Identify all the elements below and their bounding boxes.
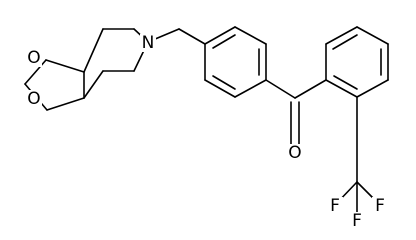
svg-text:F: F [330, 196, 340, 216]
atom-label-fluorine-3: F [349, 211, 365, 231]
piperidine-ring [83, 28, 149, 99]
svg-text:N: N [142, 33, 155, 53]
svg-text:O: O [27, 89, 40, 109]
svg-text:F: F [375, 196, 385, 216]
atom-label-carbonyl-o: O [287, 143, 303, 163]
phenyl-ring [325, 26, 389, 98]
atom-label-spiro-o2: O [26, 89, 42, 109]
svg-text:F: F [352, 211, 362, 231]
svg-text:O: O [27, 48, 40, 68]
atom-label-spiro-o1: O [26, 48, 42, 68]
atom-label-piperidine-n: N [140, 33, 156, 53]
phenylene-ring [204, 26, 267, 98]
atom-label-fluorine-2: F [372, 196, 388, 216]
svg-text:O: O [288, 143, 301, 163]
methylene-linker [147, 28, 206, 45]
atom-label-fluorine-1: F [327, 196, 343, 216]
ketone-group [265, 79, 327, 147]
